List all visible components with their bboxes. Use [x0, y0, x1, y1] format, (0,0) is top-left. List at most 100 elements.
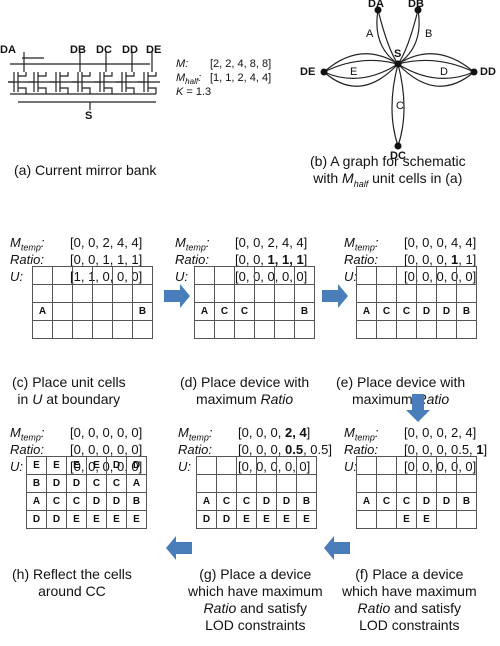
- step-d-ratio-label: Ratio:: [175, 252, 209, 267]
- step-f-ratio-label: Ratio:: [344, 442, 378, 457]
- caption-line: (c) Place unit cells: [12, 374, 126, 390]
- step-g-u-label: U:: [178, 459, 191, 474]
- step-h-ratio-value: [0, 0, 0, 0, 0]: [70, 442, 143, 457]
- caption-line: maximum Ratio: [351, 391, 450, 407]
- edge-e-3: [323, 53, 399, 73]
- edge-label-d: D: [440, 66, 448, 78]
- node-label-de: DE: [300, 66, 316, 78]
- caption-line: (d) Place device with: [180, 374, 310, 390]
- arrow-e-to-f: [406, 394, 430, 422]
- grid-row: [194, 320, 315, 339]
- caption-line: (g) Place a device: [199, 566, 312, 582]
- arrow-f-to-g: [324, 536, 350, 560]
- grid-cell: [456, 320, 477, 339]
- grid-row: [196, 474, 317, 493]
- caption-line: (h) Reflect the cells: [12, 566, 132, 582]
- caption-b: (b) A graph for schematic with Mhalf uni…: [310, 153, 466, 189]
- edge-d-1: [397, 59, 475, 73]
- caption-line: Ratio and satisfy: [203, 600, 308, 616]
- step-f-ratio-value: [0, 0, 0, 0.5, 1]: [404, 442, 488, 457]
- grid-row: [32, 284, 153, 303]
- grid-row: [356, 284, 477, 303]
- step-d-u-label: U:: [175, 269, 188, 284]
- edge-c-1: [391, 63, 399, 147]
- step-c-ratio-label: Ratio:: [10, 252, 44, 267]
- grid-cell: E: [86, 510, 107, 529]
- node-label-db: DB: [408, 0, 424, 10]
- step-c-mtemp-label: Mtemp:: [10, 235, 45, 253]
- edge-a-2: [376, 9, 399, 65]
- caption-a: (a) Current mirror bank: [14, 162, 157, 178]
- node-dc: [394, 142, 402, 150]
- step-e-mtemp-value: [0, 0, 0, 4, 4]: [404, 235, 477, 250]
- edge-label-c: C: [396, 100, 404, 112]
- node-label-da: DA: [368, 0, 384, 10]
- edge-d-4: [397, 63, 475, 87]
- arrow-c-to-d: [164, 284, 190, 308]
- node-label-dd: DD: [480, 66, 496, 78]
- grid-row: [194, 284, 315, 303]
- step-d-mtemp-value: [0, 0, 2, 4, 4]: [235, 235, 308, 250]
- step-e-u-label: U:: [344, 269, 357, 284]
- grid-cell: [132, 320, 153, 339]
- grid-cell: E: [296, 510, 317, 529]
- grid-cell: B: [296, 492, 317, 511]
- m-equation: M:[2, 2, 4, 8, 8]: [176, 58, 272, 70]
- step-c-u-label: U:: [10, 269, 23, 284]
- caption-line: LOD constraints: [359, 617, 460, 633]
- terminal-db-label: DB: [70, 44, 86, 56]
- grid-row: [356, 456, 477, 475]
- edge-e-4: [323, 63, 399, 87]
- step-c-ratio-value: [0, 0, 1, 1, 1]: [70, 252, 143, 267]
- source-s-label: S: [85, 110, 93, 122]
- step-g-mtemp-label: Mtemp:: [178, 425, 213, 443]
- step-g-ratio-label: Ratio:: [178, 442, 212, 457]
- node-da: [374, 6, 382, 14]
- step-d-mtemp-label: Mtemp:: [175, 235, 210, 253]
- edge-label-b: B: [425, 28, 433, 40]
- grid-row: [32, 320, 153, 339]
- terminal-da-label: DA: [0, 44, 16, 56]
- node-s: [394, 60, 402, 68]
- caption-line: in U at boundary: [17, 391, 121, 407]
- caption-line: (e) Place device with: [336, 374, 466, 390]
- arrow-shapes: [164, 284, 430, 560]
- caption-line: which have maximum: [342, 583, 477, 599]
- terminal-de-label: DE: [146, 44, 162, 56]
- node-label-dc: DC: [390, 150, 406, 162]
- step-e-ratio-value: [0, 0, 0, 1, 1]: [404, 252, 477, 267]
- edge-label-e: E: [350, 66, 358, 78]
- caption-line: (f) Place a device: [355, 566, 464, 582]
- arrow-d-to-e: [322, 284, 348, 308]
- node-label-s: S: [394, 48, 402, 60]
- grid-cell: [456, 510, 477, 529]
- edge-c-2: [397, 63, 405, 147]
- edge-d-3: [397, 53, 475, 73]
- edge-b-2: [397, 9, 420, 65]
- grid-cell: B: [456, 492, 477, 511]
- grid-row: [356, 266, 477, 285]
- step-f-mtemp-value: [0, 0, 0, 2, 4]: [404, 425, 477, 440]
- grid-cell: [294, 320, 315, 339]
- step-h-u-label: U:: [10, 459, 23, 474]
- transistor-array: [8, 72, 160, 95]
- node-de: [320, 68, 328, 76]
- edge-e-1: [323, 59, 399, 73]
